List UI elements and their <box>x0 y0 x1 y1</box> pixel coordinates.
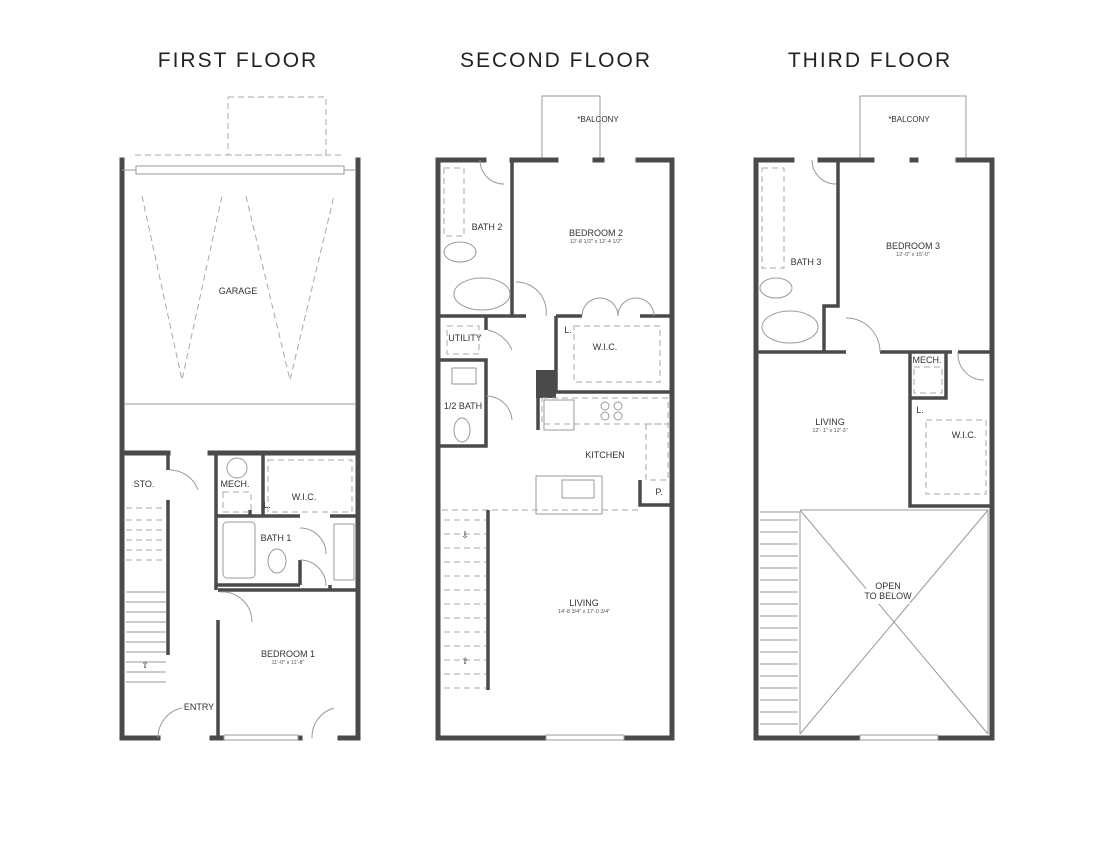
bath3-walls <box>756 160 990 354</box>
water-heater-icon <box>226 457 248 479</box>
third-floor-title: THIRD FLOOR <box>788 49 952 72</box>
third-floor-exterior-walls <box>753 157 995 741</box>
wic2-label: W.I.C. <box>593 342 618 352</box>
bath2-label: BATH 2 <box>472 222 503 232</box>
garage-label: GARAGE <box>219 286 258 296</box>
bathtub-icon <box>453 277 511 311</box>
kitchen-counter <box>541 397 669 425</box>
garage-door-swing <box>141 195 335 381</box>
first-floor-plan: FIRST FLOOR GARAGE STO. ⇧ MECH. W.I.C. L… <box>119 49 361 741</box>
toilet-icon <box>453 417 471 443</box>
living2-dimensions: 14'-8 3/4" x 17'-0 3/4" <box>558 609 610 615</box>
kitchen-island <box>535 475 603 515</box>
mech-unit-icon <box>913 366 943 394</box>
open-below-label-2: TO BELOW <box>864 591 912 601</box>
linen-label: L. <box>263 500 271 510</box>
doors <box>157 527 335 739</box>
doors <box>811 159 985 381</box>
bath1-label: BATH 1 <box>261 533 292 543</box>
second-floor-plan: SECOND FLOOR *BALCONY BATH 2 BEDROOM 2 1… <box>435 49 675 741</box>
open-below-label-1: OPEN <box>875 581 901 591</box>
living3-dimensions: 12'- 1" x 12'-3" <box>812 428 847 434</box>
pantry-label: P. <box>655 487 662 497</box>
stairs <box>444 519 486 689</box>
utility-label: UTILITY <box>448 333 482 343</box>
balcony-label: *BALCONY <box>888 115 930 124</box>
stove-burner-icon <box>600 411 610 421</box>
garage-door-opening <box>135 165 345 175</box>
mech-unit-icon <box>222 491 252 513</box>
toilet-icon <box>443 241 477 263</box>
closet-shelving <box>267 459 353 513</box>
stove-burner-icon <box>600 401 610 411</box>
bath2-vanity <box>443 167 465 237</box>
kitchen-counter-side <box>645 423 669 481</box>
closet-shelving <box>925 419 987 495</box>
storage-door <box>169 469 199 491</box>
vanity-icon <box>333 523 355 581</box>
stove-burner-icon <box>613 401 623 411</box>
sink-icon <box>561 479 595 499</box>
open-to-below-outline <box>760 509 989 735</box>
half-bath-label: 1/2 BATH <box>444 401 482 411</box>
living3-label: LIVING <box>815 417 845 427</box>
storage-label: STO. <box>134 479 155 489</box>
bedroom-walls <box>214 514 358 738</box>
window <box>223 734 299 741</box>
bedroom2-dimensions: 12'-8 1/2" x 12'-4 1/2" <box>570 239 622 245</box>
living2-label: LIVING <box>569 598 599 608</box>
stairs <box>126 507 166 683</box>
kitchen-label: KITCHEN <box>585 450 625 460</box>
bedroom3-dimensions: 12'-0" x 15'-0" <box>896 252 930 258</box>
bedroom1-dimensions: 11'-0" x 11'-8" <box>271 660 304 666</box>
mech-wic-walls <box>908 352 990 508</box>
first-floor-title: FIRST FLOOR <box>158 49 318 72</box>
bathtub-icon <box>222 521 256 579</box>
driveway-outline <box>227 96 327 156</box>
stair-arrow-up-icon: ⇧ <box>461 656 469 666</box>
stove-burner-icon <box>613 411 623 421</box>
toilet-icon <box>267 548 287 574</box>
bath2-walls <box>440 160 672 318</box>
second-floor-title: SECOND FLOOR <box>460 49 652 72</box>
mech3-label: MECH. <box>913 355 942 365</box>
label-bg <box>866 580 910 604</box>
wic-label: W.I.C. <box>292 492 317 502</box>
bedroom3-label: BEDROOM 3 <box>886 241 940 251</box>
entry-label: ENTRY <box>184 702 214 712</box>
balcony-label: *BALCONY <box>577 115 619 124</box>
balcony-outline <box>859 95 967 158</box>
bedroom1-label: BEDROOM 1 <box>261 649 315 659</box>
sink-icon <box>451 367 477 385</box>
bath3-label: BATH 3 <box>791 257 822 267</box>
refrigerator-icon <box>543 399 575 431</box>
closet-shelving <box>573 325 661 383</box>
third-floor-plan: THIRD FLOOR *BALCONY BATH 3 BEDROOM 3 12… <box>753 49 995 741</box>
first-floor-exterior-walls <box>119 157 361 741</box>
bedroom2-label: BEDROOM 2 <box>569 228 623 238</box>
stair-arrow-icon: ⇧ <box>141 660 149 670</box>
window <box>859 734 939 741</box>
washer-dryer <box>446 325 480 355</box>
toilet-icon <box>759 277 793 299</box>
column <box>536 370 556 398</box>
second-floor-exterior-walls <box>435 157 675 741</box>
stair-arrow-down-icon: ⇩ <box>461 530 469 540</box>
wic3-linen-label: L. <box>916 405 924 415</box>
wic2-linen-label: L. <box>564 325 572 335</box>
doors <box>479 159 655 421</box>
window <box>545 734 625 741</box>
balcony-outline <box>541 95 601 158</box>
stairs <box>760 519 798 725</box>
mech-label: MECH. <box>221 479 250 489</box>
wic3-label: W.I.C. <box>952 430 977 440</box>
kitchen-walls <box>536 398 672 507</box>
double-vanity <box>761 167 785 269</box>
bathtub-icon <box>761 310 819 344</box>
